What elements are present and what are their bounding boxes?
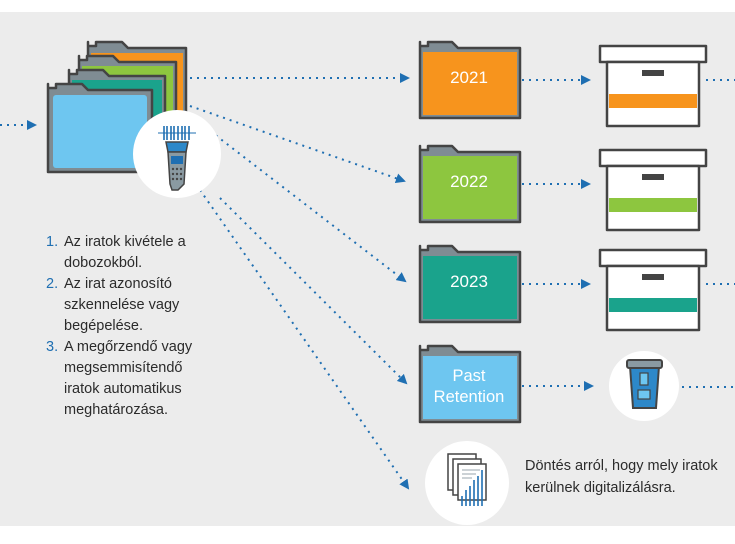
connector-to-past [219, 197, 408, 385]
folder-label-2022: 2022 [450, 172, 488, 191]
archive-box-icon [598, 148, 708, 232]
step-number: 3. [46, 339, 59, 355]
connectors [0, 73, 735, 490]
folder-label-past-retention: Past Retention [433, 367, 505, 406]
folder-icon [418, 144, 522, 224]
barcode-scanner-icon [133, 110, 221, 198]
folder-label-2021: 2021 [450, 68, 488, 87]
steps-list: 1. Az iratok kivétele a dobozokból. 2. Az … [46, 232, 221, 421]
archive-box-icon [598, 44, 708, 128]
step-number: 2. [46, 276, 59, 292]
step-item: 2. Az irat azonosító szkennelése vagy beg… [46, 274, 221, 337]
archive-box-icon [598, 248, 708, 332]
connector-to-digitize [199, 189, 410, 490]
folder-label-2023: 2023 [450, 272, 488, 291]
step-text: A megőrzendő vagy megsemmisítendő iratok… [64, 339, 193, 418]
digitize-note: Döntés arról, hogy mely iratok kerülnek … [525, 458, 718, 496]
connector-to-2022 [189, 105, 406, 184]
digitize-document-icon [425, 441, 509, 525]
step-text: Az iratok kivétele a dobozokból. [64, 234, 186, 271]
step-item: 3. A megőrzendő vagy megsemmisítendő irat… [46, 337, 221, 421]
folder-icon [418, 40, 522, 120]
folder-icon [418, 344, 522, 424]
step-item: 1. Az iratok kivétele a dobozokból. [46, 232, 221, 274]
step-text: Az irat azonosító szkennelése vagy begép… [64, 276, 180, 334]
folder-icon [418, 244, 522, 324]
step-number: 1. [46, 234, 59, 250]
shred-bin-icon [609, 351, 679, 421]
